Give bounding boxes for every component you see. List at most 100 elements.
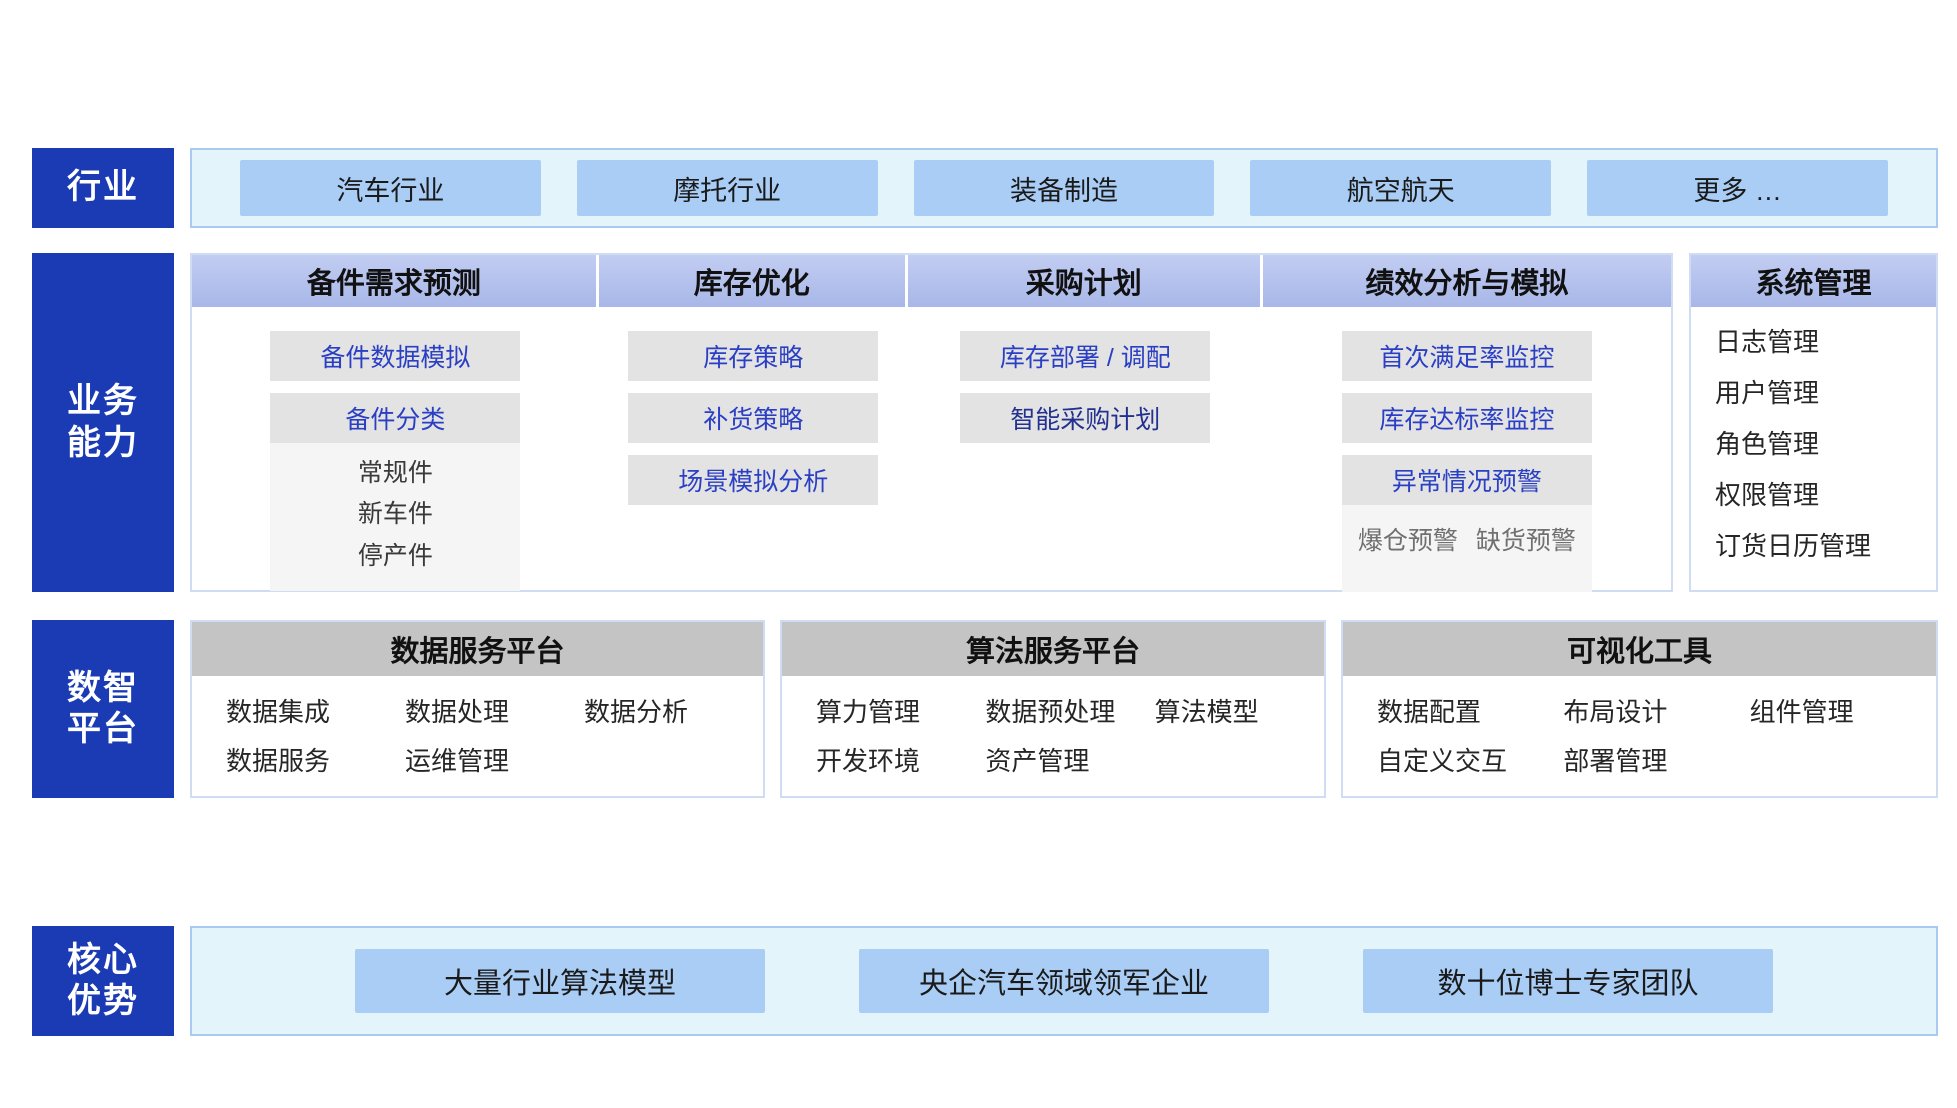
industry-chip-more[interactable]: 更多 … (1587, 160, 1888, 216)
industry-chip-aerospace[interactable]: 航空航天 (1250, 160, 1552, 216)
capability-chip-label: 库存达标率监控 (1379, 405, 1555, 434)
sidebar-item-role-management[interactable]: 角色管理 (1715, 429, 1820, 459)
sub-panel-alert-types: 爆仓预警 缺货预警 (1341, 504, 1592, 593)
business-header-label: 库存优化 (693, 268, 810, 300)
platform-item-component-management[interactable]: 组件管理 (1749, 697, 1854, 727)
platform-item-data-integration[interactable]: 数据集成 (226, 697, 331, 727)
capability-chip-label: 智能采购计划 (1010, 406, 1161, 434)
core-advantages-panel: 大量行业算法模型 央企汽车领域领军企业 数十位博士专家团队 (190, 926, 1938, 1036)
platform-header-visualization-tools[interactable]: 可视化工具 (1343, 622, 1936, 676)
capability-chip-label: 异常情况预警 (1391, 467, 1542, 496)
platform-item-data-processing[interactable]: 数据处理 (405, 697, 510, 727)
row-label-business-line-2: 能力 (67, 423, 139, 462)
advantage-chip-label: 大量行业算法模型 (443, 968, 676, 1000)
sub-panel-spare-part-types: 常规件 新车件 停产件 (270, 443, 521, 591)
business-column-performance-analysis: 首次满足率监控 库存达标率监控 异常情况预警 爆仓预警 缺货预警 (1263, 307, 1671, 593)
industry-panel: 汽车行业 摩托行业 装备制造 航空航天 更多 … (190, 148, 1938, 228)
capability-chip-exception-alert[interactable]: 异常情况预警 (1341, 454, 1592, 505)
platform-item-asset-management[interactable]: 资产管理 (985, 746, 1090, 776)
advantage-chip-algorithm-models[interactable]: 大量行业算法模型 (355, 949, 765, 1013)
business-capability-columns: 备件数据模拟 备件分类 常规件 新车件 停产件 库存策略 补货策略 (192, 307, 1671, 593)
platform-item-grid-algorithm-service: 算力管理 数据预处理 算法模型 开发环境 资产管理 (782, 676, 1324, 778)
business-capability-header-row: 备件需求预测 库存优化 采购计划 绩效分析与模拟 (192, 255, 1671, 307)
system-management-header[interactable]: 系统管理 (1691, 255, 1936, 307)
platform-card-visualization-tools: 可视化工具 数据配置 布局设计 组件管理 自定义交互 部署管理 (1341, 620, 1938, 798)
platform-item-algorithm-model[interactable]: 算法模型 (1154, 697, 1259, 727)
industry-chip-equipment[interactable]: 装备制造 (913, 160, 1215, 216)
business-header-label: 采购计划 (1025, 268, 1142, 300)
sidebar-item-order-calendar-management[interactable]: 订货日历管理 (1715, 531, 1872, 561)
row-label-business-line-1: 业务 (67, 382, 139, 421)
row-label-platform-line-2: 平台 (67, 710, 139, 748)
row-label-advantages-line-2: 优势 (67, 982, 139, 1020)
sidebar-item-permission-management[interactable]: 权限管理 (1715, 480, 1820, 510)
sidebar-item-user-management[interactable]: 用户管理 (1715, 378, 1820, 408)
industry-chip-automotive[interactable]: 汽车行业 (240, 160, 541, 216)
business-header-performance-analysis[interactable]: 绩效分析与模拟 (1262, 255, 1671, 307)
industry-chip-label: 更多 … (1693, 175, 1782, 206)
industry-chip-label: 汽车行业 (336, 175, 445, 206)
industry-chip-label: 摩托行业 (673, 175, 782, 206)
capability-chip-inventory-deployment-allocation[interactable]: 库存部署 / 调配 (960, 331, 1211, 381)
platform-header-label: 数据服务平台 (390, 636, 565, 668)
industry-chip-label: 航空航天 (1346, 175, 1455, 206)
row-label-data-platform: 数智 平台 (32, 620, 174, 798)
platform-item-data-service[interactable]: 数据服务 (226, 746, 331, 776)
row-label-business-capability: 业务 能力 (32, 253, 174, 592)
business-header-inventory-optimization[interactable]: 库存优化 (598, 255, 908, 307)
capability-chip-scenario-simulation-analysis[interactable]: 场景模拟分析 (628, 455, 879, 505)
capability-chip-label: 库存部署 / 调配 (999, 344, 1171, 372)
platform-item-data-analysis[interactable]: 数据分析 (584, 697, 689, 727)
system-management-header-label: 系统管理 (1755, 268, 1872, 300)
capability-chip-label: 场景模拟分析 (678, 468, 829, 496)
system-management-header-row: 系统管理 (1691, 255, 1936, 307)
advantage-chip-phd-expert-team[interactable]: 数十位博士专家团队 (1363, 949, 1773, 1013)
business-column-procurement-plan: 库存部署 / 调配 智能采购计划 (908, 307, 1263, 592)
platform-header-data-service[interactable]: 数据服务平台 (192, 622, 763, 676)
sub-item-overstock-alert: 爆仓预警 (1357, 526, 1458, 555)
capability-chip-spare-part-classification[interactable]: 备件分类 (270, 393, 521, 443)
row-label-industry: 行业 (32, 148, 174, 228)
platform-header-label: 可视化工具 (1566, 636, 1712, 668)
capability-chip-first-fill-rate-monitoring[interactable]: 首次满足率监控 (1341, 331, 1592, 381)
platform-item-data-configuration[interactable]: 数据配置 (1377, 697, 1482, 727)
platform-item-data-preprocessing[interactable]: 数据预处理 (985, 697, 1116, 727)
system-management-list: 日志管理 用户管理 角色管理 权限管理 订货日历管理 (1691, 307, 1936, 592)
platform-card-data-service: 数据服务平台 数据集成 数据处理 数据分析 数据服务 运维管理 (190, 620, 765, 798)
platform-item-custom-interaction[interactable]: 自定义交互 (1377, 746, 1508, 776)
row-label-industry-line-1: 行业 (67, 168, 139, 207)
business-header-label: 绩效分析与模拟 (1365, 268, 1569, 300)
business-header-demand-forecast[interactable]: 备件需求预测 (192, 255, 599, 307)
sub-item-regular-part: 常规件 (357, 459, 433, 487)
sub-item-discontinued-part: 停产件 (357, 541, 433, 570)
row-label-platform-line-1: 数智 (67, 668, 139, 707)
row-label-core-advantages: 核心 优势 (32, 926, 174, 1036)
industry-chip-motorcycle[interactable]: 摩托行业 (576, 160, 878, 216)
business-header-label: 备件需求预测 (306, 268, 481, 300)
advantage-chip-label: 央企汽车领域领军企业 (918, 968, 1209, 1000)
capability-chip-replenishment-strategy[interactable]: 补货策略 (628, 393, 879, 443)
row-label-advantages-line-1: 核心 (67, 940, 139, 979)
platform-header-algorithm-service[interactable]: 算法服务平台 (782, 622, 1324, 676)
capability-chip-smart-procurement-plan[interactable]: 智能采购计划 (960, 393, 1211, 443)
capability-chip-inventory-compliance-rate-monitoring[interactable]: 库存达标率监控 (1341, 392, 1592, 443)
capability-chip-label: 补货策略 (703, 406, 804, 434)
platform-item-grid-data-service: 数据集成 数据处理 数据分析 数据服务 运维管理 (192, 676, 763, 778)
capability-chip-spare-part-data-simulation[interactable]: 备件数据模拟 (270, 331, 521, 381)
industry-chip-label: 装备制造 (1009, 175, 1118, 206)
business-header-procurement-plan[interactable]: 采购计划 (907, 255, 1263, 307)
capability-chip-label: 备件数据模拟 (320, 344, 471, 372)
capability-chip-label: 库存策略 (703, 344, 804, 372)
capability-chip-inventory-strategy[interactable]: 库存策略 (628, 331, 879, 381)
platform-card-algorithm-service: 算法服务平台 算力管理 数据预处理 算法模型 开发环境 资产管理 (780, 620, 1326, 798)
platform-item-deployment-management[interactable]: 部署管理 (1563, 746, 1668, 776)
platform-item-development-environment[interactable]: 开发环境 (816, 746, 921, 776)
platform-item-compute-management[interactable]: 算力管理 (816, 697, 921, 727)
platform-item-layout-design[interactable]: 布局设计 (1563, 697, 1668, 727)
business-column-demand-forecast: 备件数据模拟 备件分类 常规件 新车件 停产件 (192, 307, 599, 592)
capability-chip-label: 首次满足率监控 (1379, 343, 1555, 372)
sidebar-item-log-management[interactable]: 日志管理 (1715, 327, 1820, 357)
sub-item-new-vehicle-part: 新车件 (357, 500, 433, 529)
advantage-chip-leading-soe-enterprise[interactable]: 央企汽车领域领军企业 (859, 949, 1269, 1013)
platform-item-ops-management[interactable]: 运维管理 (405, 746, 510, 776)
